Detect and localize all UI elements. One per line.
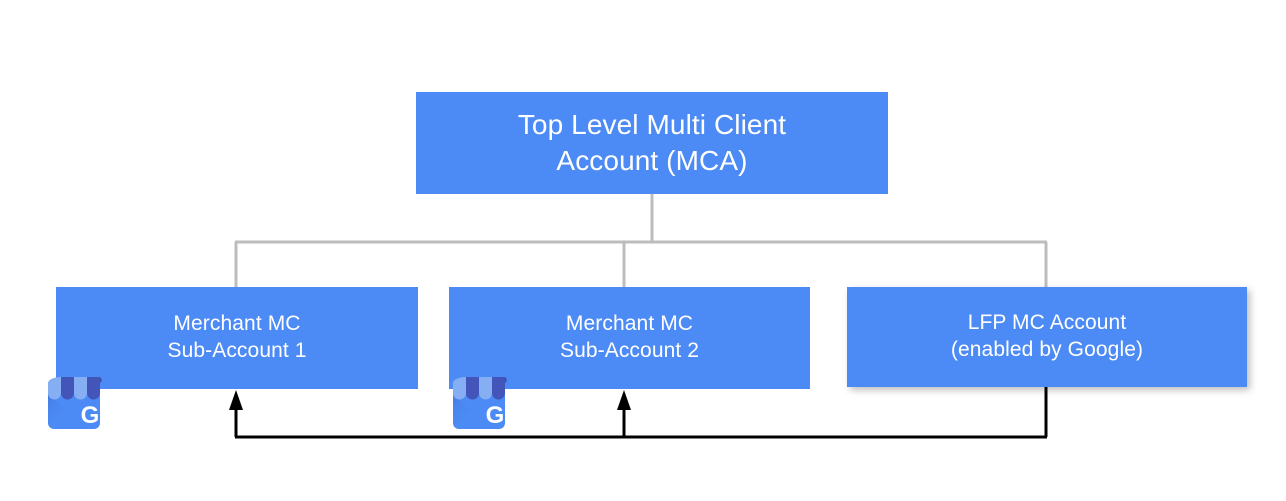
gmb-shadow: [453, 393, 489, 429]
node-merchant-mc-sub-account-1-label: Merchant MC Sub-Account 1: [167, 312, 307, 362]
gmb-letter-g: G: [486, 402, 505, 429]
node-merchant-mc-sub-account-2[interactable]: Merchant MC Sub-Account 2: [449, 287, 810, 389]
gmb-awning: [453, 377, 507, 400]
svg-text:G: G: [486, 402, 505, 429]
google-my-business-icon: G: [48, 377, 102, 429]
feedback-arrowhead-sub2: [617, 390, 631, 410]
node-lfp-mc-account-label: LFP MC Account (enabled by Google): [950, 311, 1144, 361]
node-top-level-mca-label: Top Level Multi Client Account (MCA): [517, 109, 787, 176]
svg-text:G: G: [81, 402, 100, 429]
gmb-awning: [48, 377, 102, 400]
feedback-arrowhead-sub1: [229, 390, 243, 410]
node-lfp-mc-account[interactable]: LFP MC Account (enabled by Google): [847, 287, 1247, 387]
google-my-business-icon: G: [453, 377, 507, 429]
node-top-level-mca[interactable]: Top Level Multi Client Account (MCA): [416, 92, 888, 194]
tree-connector-group: [234, 194, 1048, 288]
gmb-letter-g: G: [81, 402, 100, 429]
node-merchant-mc-sub-account-1[interactable]: Merchant MC Sub-Account 1: [56, 287, 418, 389]
gmb-shadow: [48, 393, 84, 429]
feedback-connector-group: [229, 387, 1048, 439]
node-merchant-mc-sub-account-2-label: Merchant MC Sub-Account 2: [559, 312, 700, 362]
